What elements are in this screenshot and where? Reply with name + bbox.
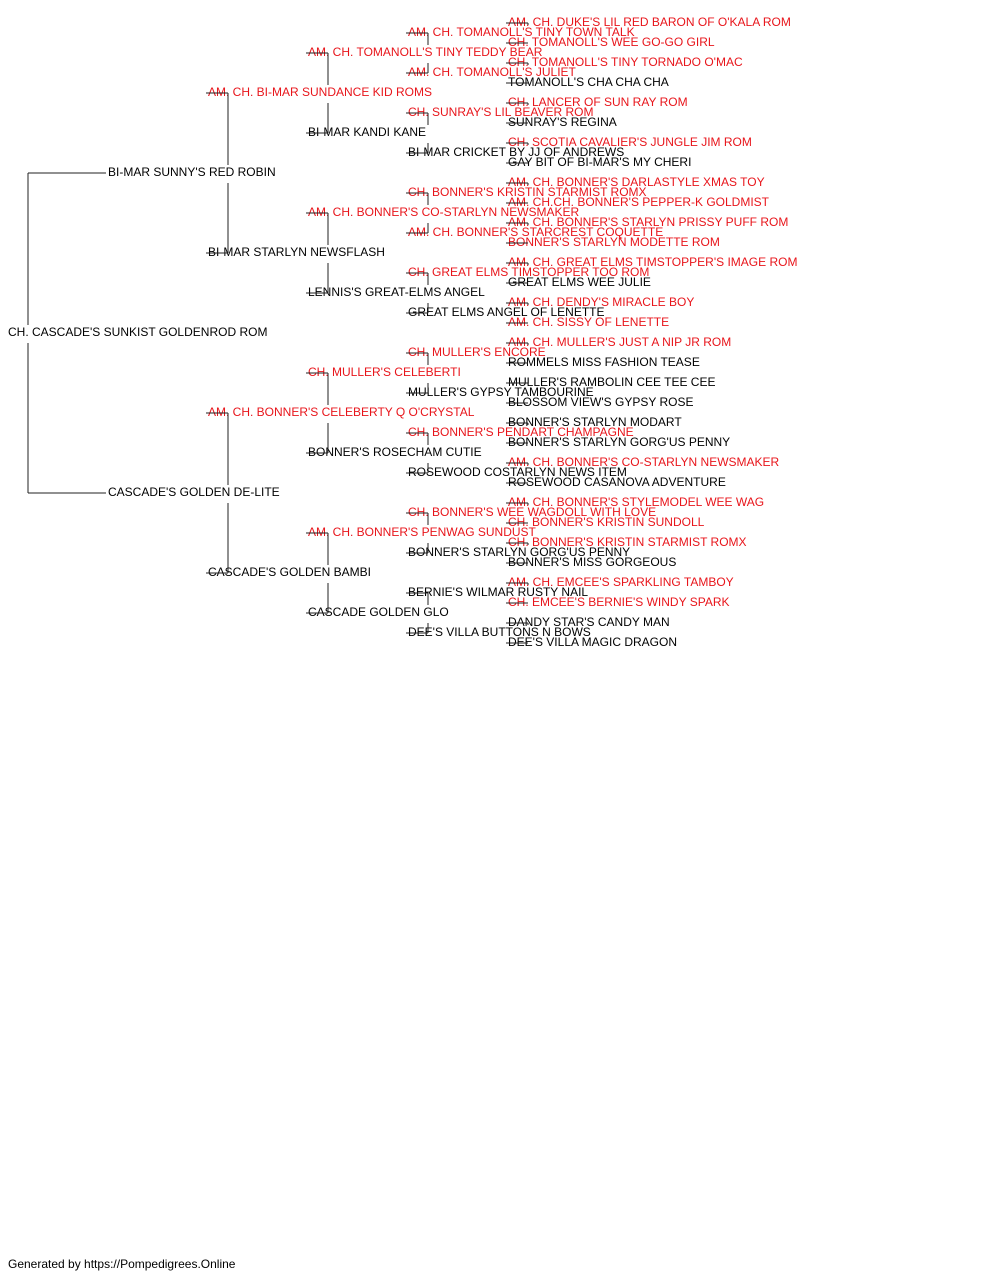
dog-name-gen5: TOMANOLL'S CHA CHA CHA [508,75,669,89]
dog-name-gen0: CH. CASCADE'S SUNKIST GOLDENROD ROM [8,325,267,339]
dog-name-gen4: CH. BONNER'S KRISTIN STARMIST ROMX [408,185,647,199]
dog-name-gen5: AM. CH. BONNER'S DARLASTYLE XMAS TOY [508,175,765,189]
dog-name-gen5: AM. CH. EMCEE'S SPARKLING TAMBOY [508,575,734,589]
dog-name-gen1: BI-MAR SUNNY'S RED ROBIN [108,165,276,179]
dog-name-gen4: BONNER'S STARLYN GORG'US PENNY [408,545,630,559]
dog-name-gen5: AM. CH. BONNER'S CO-STARLYN NEWSMAKER [508,455,780,469]
dog-name-gen4: CH. MULLER'S ENCORE [408,345,546,359]
dog-name-gen5: CH. TOMANOLL'S WEE GO-GO GIRL [508,35,715,49]
dog-name-gen3: AM. CH. BONNER'S CO-STARLYN NEWSMAKER [308,205,580,219]
dog-name-gen3: LENNIS'S GREAT-ELMS ANGEL [308,285,485,299]
dog-name-gen5: CH. BONNER'S KRISTIN SUNDOLL [508,515,705,529]
dog-name-gen5: CH. EMCEE'S BERNIE'S WINDY SPARK [508,595,730,609]
dog-name-gen5: BONNER'S STARLYN MODART [508,415,682,429]
dog-name-gen5: AM. CH. BONNER'S STARLYN PRISSY PUFF ROM [508,215,788,229]
dog-name-gen5: ROMMELS MISS FASHION TEASE [508,355,700,369]
dog-name-gen5: CH. BONNER'S KRISTIN STARMIST ROMX [508,535,747,549]
dog-name-gen4: CH. GREAT ELMS TIMSTOPPER TOO ROM [408,265,649,279]
dog-name-gen5: AM. CH. SISSY OF LENETTE [508,315,669,329]
dog-name-gen5: BONNER'S STARLYN MODETTE ROM [508,235,720,249]
dog-name-gen5: DEE'S VILLA MAGIC DRAGON [508,635,677,649]
dog-name-gen5: GAY BIT OF BI-MAR'S MY CHERI [508,155,691,169]
dog-name-gen5: ROSEWOOD CASANOVA ADVENTURE [508,475,726,489]
dog-name-gen4: GREAT ELMS ANGEL OF LENETTE [408,305,605,319]
footer-credit: Generated by https://Pompedigrees.Online [8,1257,236,1271]
dog-name-gen3: CH. MULLER'S CELEBERTI [308,365,461,379]
dog-name-gen5: CH. TOMANOLL'S TINY TORNADO O'MAC [508,55,743,69]
dog-name-gen4: CH. BONNER'S PENDART CHAMPAGNE [408,425,634,439]
dog-name-gen3: AM. CH. BONNER'S PENWAG SUNDUST [308,525,537,539]
dog-name-gen3: BI-MAR KANDI KANE [308,125,426,139]
dog-name-gen2: AM. CH. BONNER'S CELEBERTY Q O'CRYSTAL [208,405,475,419]
dog-name-gen3: AM. CH. TOMANOLL'S TINY TEDDY BEAR [308,45,543,59]
dog-name-gen5: GREAT ELMS WEE JULIE [508,275,651,289]
dog-name-gen5: MULLER'S RAMBOLIN CEE TEE CEE [508,375,715,389]
dog-name-gen2: AM. CH. BI-MAR SUNDANCE KID ROMS [208,85,432,99]
dog-name-gen2: CASCADE'S GOLDEN BAMBI [208,565,371,579]
dog-name-gen5: AM. CH. DUKE'S LIL RED BARON OF O'KALA R… [508,15,791,29]
dog-name-gen4: AM. CH. TOMANOLL'S TINY TOWN TALK [408,25,635,39]
dog-name-gen4: BERNIE'S WILMAR RUSTY NAIL [408,585,588,599]
dog-name-gen5: AM. CH. BONNER'S STYLEMODEL WEE WAG [508,495,764,509]
dog-name-gen5: AM. CH.CH. BONNER'S PEPPER-K GOLDMIST [508,195,770,209]
dog-name-gen1: CASCADE'S GOLDEN DE-LITE [108,485,280,499]
dog-name-gen4: DEE'S VILLA BUTTONS N BOWS [408,625,591,639]
dog-name-gen4: CH. SUNRAY'S LIL BEAVER ROM [408,105,593,119]
dog-name-gen4: AM. CH. TOMANOLL'S JULIET [408,65,577,79]
dog-name-gen5: CH. SCOTIA CAVALIER'S JUNGLE JIM ROM [508,135,752,149]
dog-name-gen5: SUNRAY'S REGINA [508,115,617,129]
dog-name-gen4: CH. BONNER'S WEE WAGDOLL WITH LOVE [408,505,656,519]
dog-name-gen5: BONNER'S STARLYN GORG'US PENNY [508,435,730,449]
dog-name-gen4: AM. CH. BONNER'S STARCREST COQUETTE [408,225,663,239]
dog-name-gen5: BLOSSOM VIEW'S GYPSY ROSE [508,395,693,409]
dog-name-gen5: CH. LANCER OF SUN RAY ROM [508,95,688,109]
dog-name-gen4: ROSEWOOD COSTARLYN NEWS ITEM [408,465,627,479]
dog-name-gen5: AM. CH. GREAT ELMS TIMSTOPPER'S IMAGE RO… [508,255,797,269]
dog-name-gen4: BI-MAR CRICKET BY JJ OF ANDREWS [408,145,624,159]
dog-name-gen3: BONNER'S ROSECHAM CUTIE [308,445,482,459]
dog-name-gen5: BONNER'S MISS GORGEOUS [508,555,676,569]
dog-name-gen5: DANDY STAR'S CANDY MAN [508,615,670,629]
dog-name-gen2: BI-MAR STARLYN NEWSFLASH [208,245,385,259]
dog-name-gen5: AM. CH. DENDY'S MIRACLE BOY [508,295,694,309]
dog-name-gen3: CASCADE GOLDEN GLO [308,605,449,619]
dog-name-gen4: MULLER'S GYPSY TAMBOURINE [408,385,594,399]
dog-name-gen5: AM. CH. MULLER'S JUST A NIP JR ROM [508,335,731,349]
